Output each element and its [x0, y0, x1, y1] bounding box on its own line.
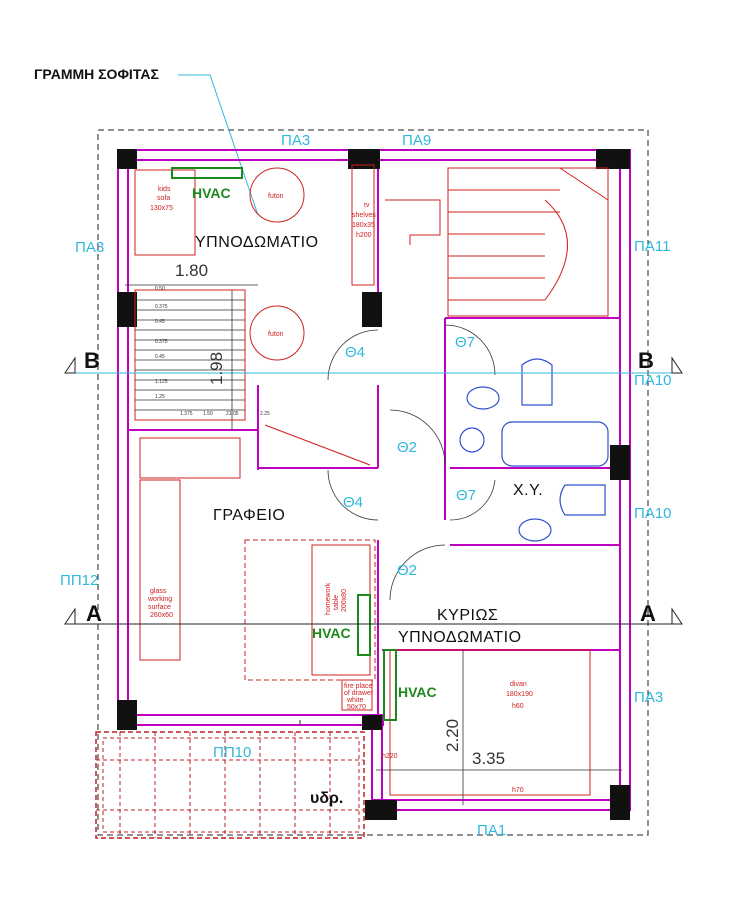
- section-lines: [64, 356, 683, 625]
- door-th7-a: Θ7: [455, 334, 475, 351]
- dim-180: 1.80: [175, 261, 208, 280]
- door-th7-b: Θ7: [456, 487, 476, 504]
- homework-table-shape: [244, 539, 376, 681]
- kids-sofa-label-2: sofa: [157, 195, 170, 202]
- room-bedroom: ΥΠΝΟΔΩΜΑΤΙΟ: [195, 234, 319, 251]
- kids-sofa-label-3: 130x75: [150, 205, 173, 212]
- stair-bottom-4: 2.25: [260, 411, 270, 417]
- hvac-label-2: HVAC: [312, 625, 351, 641]
- tv-shelves-label-1: tv: [364, 202, 370, 209]
- opening-pp12: ΠΠ12: [60, 572, 98, 589]
- opening-pa11: ΠΑ11: [634, 238, 670, 255]
- opening-pa3-top: ΠΑ3: [281, 132, 310, 149]
- section-b-right: B: [638, 348, 654, 373]
- glass-desk-shape: [139, 479, 181, 661]
- section-b-left: B: [84, 348, 100, 373]
- h220-label: h220: [382, 753, 398, 760]
- bathroom-fixtures: [459, 358, 609, 542]
- tv-shelves-label-4: h200: [356, 232, 372, 239]
- fireplace-shape: [341, 679, 373, 711]
- opening-pa3-right: ΠΑ3: [634, 689, 663, 706]
- glass-desk-label-2: working: [147, 596, 172, 603]
- door-th2-a: Θ2: [397, 439, 417, 456]
- futon1-label: futon: [268, 193, 284, 200]
- stair-step-1: 0.50: [155, 286, 165, 292]
- opening-pp10: ΠΠ10: [213, 744, 251, 761]
- futon1-shape: [249, 167, 305, 223]
- attic-line-label: ΓΡΑΜΜΗ ΣΟΦΙΤΑΣ: [34, 66, 159, 82]
- room-master-line2: ΥΠΝΟΔΩΜΑΤΙΟ: [398, 629, 522, 646]
- opening-pa10-a: ΠΑ10: [634, 372, 672, 389]
- tv-shelves-label-2: shelves: [352, 212, 376, 219]
- stair-bottom-1: 1.375: [180, 411, 193, 417]
- stair-step-2: 0.375: [155, 304, 168, 310]
- room-master-line1: ΚΥΡΙΩΣ: [437, 607, 498, 624]
- kids-sofa-shape: [134, 169, 196, 256]
- hvac-units: [171, 167, 397, 721]
- room-wc: Χ.Υ.: [513, 482, 543, 499]
- fireplace-label-2: of drawer: [344, 690, 374, 697]
- dim-198: 1.98: [207, 352, 226, 385]
- stair-step-7: 1.25: [155, 394, 165, 400]
- door-th2-b: Θ2: [397, 562, 417, 579]
- roof-outline: [97, 129, 649, 836]
- fireplace-label-4: 50x70: [347, 704, 366, 711]
- section-a-right: A: [640, 601, 656, 626]
- stair-bottom-2: 1.50: [203, 411, 213, 417]
- fireplace-label-3: white: [346, 697, 363, 704]
- dim-335: 3.35: [472, 749, 505, 768]
- opening-pa1: ΠΑ1: [477, 822, 506, 839]
- stair-step-6: 1.125: [155, 379, 168, 385]
- futon2-label: futon: [268, 331, 284, 338]
- section-a-left: A: [86, 601, 102, 626]
- terrace: [95, 731, 365, 839]
- terrace-label: υδρ.: [310, 790, 343, 807]
- stair-step-5: 0.45: [155, 354, 165, 360]
- opening-pa10-b: ΠΑ10: [634, 505, 672, 522]
- opening-pa3-left: ΠΑ3: [75, 239, 104, 256]
- divan-shape: [389, 649, 591, 796]
- homework-label-1: homework: [325, 582, 332, 615]
- tv-shelves-label-3: 180x35: [352, 222, 375, 229]
- dim-220: 2.20: [443, 719, 462, 752]
- h70-label: h70: [512, 787, 524, 794]
- staircase: [385, 167, 609, 317]
- hvac-label-1: HVAC: [192, 185, 231, 201]
- glass-desk-label-4: 260x60: [150, 612, 173, 619]
- opening-pa9: ΠΑ9: [402, 132, 431, 149]
- kids-sofa-label-1: kids: [158, 186, 171, 193]
- closet: [134, 289, 246, 421]
- columns: [117, 149, 630, 820]
- glass-desk-label-1: glass: [150, 588, 167, 595]
- room-office: ΓΡΑΦΕΙΟ: [213, 507, 285, 524]
- homework-label-3: 200x80: [341, 589, 348, 612]
- stair-step-4: 0.375: [155, 339, 168, 345]
- divan-label-1: divan: [510, 681, 527, 688]
- homework-label-2: table: [333, 595, 340, 610]
- door-th4-a: Θ4: [345, 344, 365, 361]
- futon2-shape: [249, 305, 305, 361]
- stair-bottom-3: 21.05: [226, 411, 239, 417]
- glass-desk-label-3: surface: [148, 604, 171, 611]
- divan-label-3: h60: [512, 703, 524, 710]
- tv-shelves-shape: [351, 164, 375, 286]
- fireplace-label-1: fire place: [344, 683, 373, 690]
- divan-label-2: 180x190: [506, 691, 533, 698]
- door-th4-b: Θ4: [343, 494, 363, 511]
- stair-step-3: 0.45: [155, 319, 165, 325]
- hvac-label-3: HVAC: [398, 684, 437, 700]
- door-swings: [327, 324, 496, 601]
- dimension-lines: [125, 284, 622, 805]
